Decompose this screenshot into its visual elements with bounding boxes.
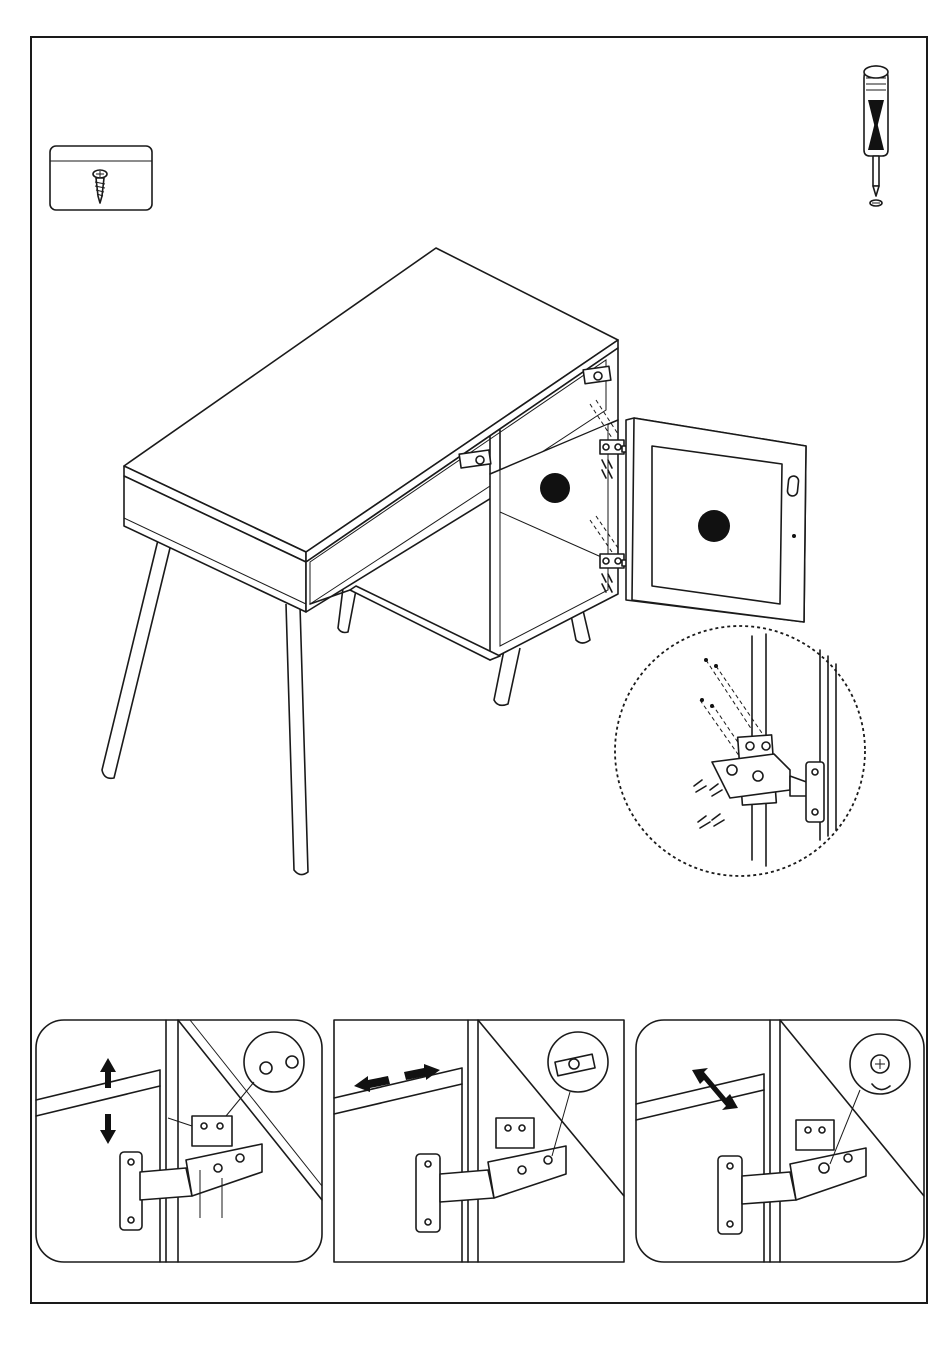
- hinge-detail-callout: [615, 626, 865, 876]
- hinge-plate-back: [583, 366, 611, 383]
- hardware-box: [50, 146, 152, 210]
- part-badge-door: [698, 510, 730, 542]
- screwdriver-icon: [864, 66, 888, 206]
- adjust-panel-depth: [636, 1020, 924, 1262]
- hinge-plate-upper: [459, 450, 491, 468]
- adjust-panel-side: [334, 1020, 624, 1262]
- adjust-panel-height: [36, 1020, 322, 1262]
- part-badge-cabinet: [540, 473, 570, 503]
